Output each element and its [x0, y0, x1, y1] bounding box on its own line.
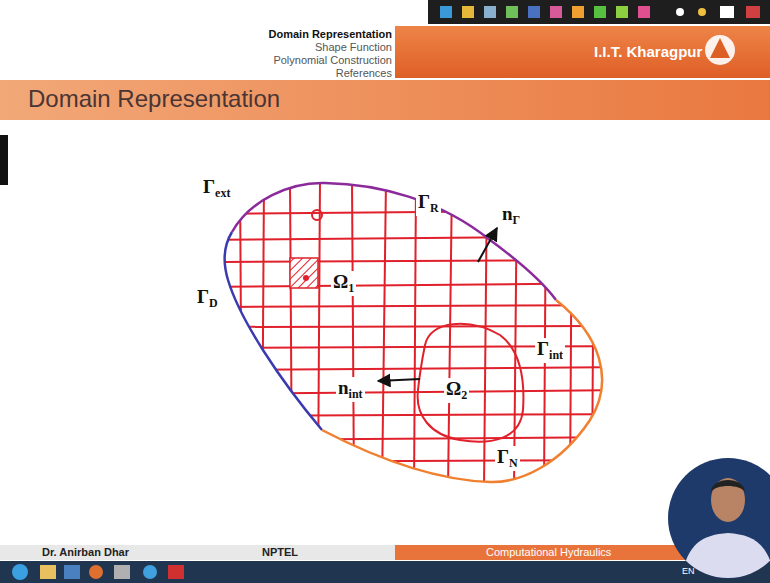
symbol: Γ — [497, 446, 509, 467]
footer-text: Computational Hydraulics — [486, 546, 611, 559]
boundary-label: ΓR — [416, 191, 441, 216]
footer-bar — [0, 545, 395, 560]
node-point — [303, 275, 309, 281]
symbol: n — [502, 203, 513, 224]
normal-arrow — [378, 379, 420, 381]
symbol: n — [338, 377, 349, 398]
symbol: Γ — [418, 191, 430, 212]
header-block — [395, 26, 770, 78]
node-marker — [312, 210, 322, 220]
boundary-label: Γext — [201, 176, 232, 201]
normal-arrow — [478, 228, 497, 262]
taskbar — [0, 561, 770, 583]
symbol: Ω — [446, 378, 461, 399]
subscript: R — [430, 201, 439, 215]
taskbar-icons — [12, 564, 184, 580]
region-label: Ω1 — [331, 271, 356, 296]
toolbar-icons — [440, 6, 760, 18]
symbol: Γ — [537, 338, 549, 359]
symbol: Ω — [333, 271, 348, 292]
dirichlet-boundary — [225, 232, 322, 430]
frame-mark — [0, 135, 8, 185]
nav-item: Domain Representation — [269, 28, 392, 41]
taskbar-text: EN — [682, 566, 695, 576]
subscript: 1 — [348, 281, 354, 295]
subscript: N — [509, 456, 518, 470]
boundary-label: ΓD — [195, 286, 220, 311]
boundary-label: ΓN — [495, 446, 520, 471]
nav-item: Shape Function — [315, 41, 392, 54]
normal-label: nΓ — [500, 203, 522, 228]
subscript: Γ — [513, 213, 521, 227]
symbol: Γ — [197, 286, 209, 307]
institute-name: I.I.T. Kharagpur — [594, 43, 702, 60]
nav-item: Polynomial Construction — [273, 54, 392, 67]
presenter-video — [668, 458, 770, 583]
title-band — [0, 80, 770, 120]
element-cell — [290, 258, 318, 288]
region-label: Ω2 — [444, 378, 469, 403]
institute-logo — [705, 35, 735, 65]
symbol: Γ — [203, 176, 215, 197]
footer-text: Dr. Anirban Dhar — [42, 546, 129, 559]
subscript: ext — [215, 186, 230, 200]
robin-boundary — [232, 183, 556, 300]
toolbar — [428, 0, 770, 24]
subscript: int — [349, 387, 363, 401]
slide-title: Domain Representation — [28, 85, 280, 113]
subscript: D — [209, 296, 218, 310]
subscript: int — [549, 348, 563, 362]
interior-region — [418, 324, 524, 442]
nav-item: References — [336, 67, 392, 80]
mesh-grid — [200, 180, 640, 490]
boundary-label: Γint — [535, 338, 565, 363]
footer-text: NPTEL — [262, 546, 298, 559]
subscript: 2 — [461, 388, 467, 402]
neumann-boundary — [322, 300, 602, 482]
normal-label: nint — [336, 377, 365, 402]
